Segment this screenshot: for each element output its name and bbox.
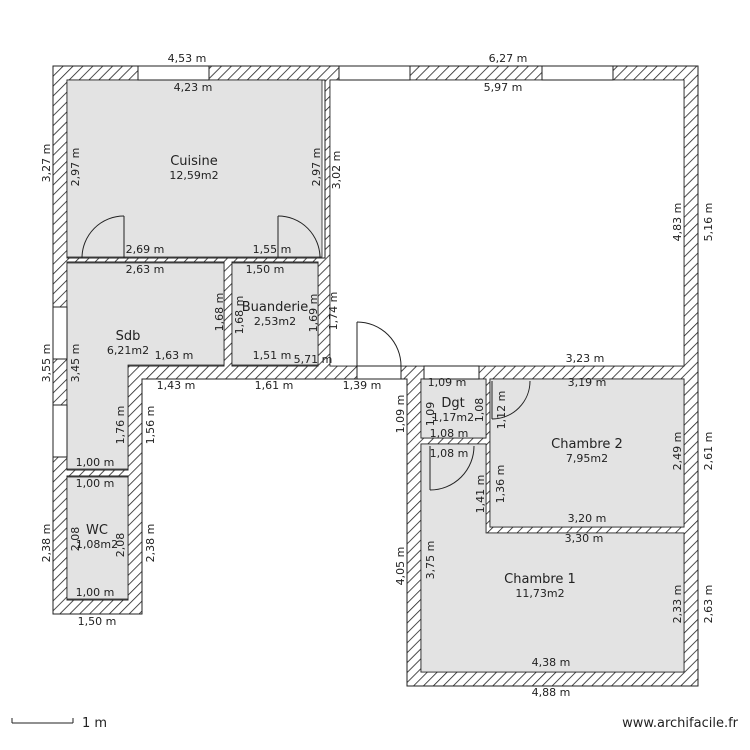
room-living [329,79,685,367]
dim-label: 1,68 m [213,293,226,332]
room-name-buanderie: Buanderie [242,300,309,315]
dim-label: 1,74 m [327,292,340,331]
dim-label: 1,41 m [474,475,487,514]
room-area-chambre2: 7,95m2 [566,452,608,465]
dim-label: 4,05 m [394,547,407,586]
dim-label: 1,09 [424,402,437,427]
dimensions-horizontal: 4,53 m 4,23 m 6,27 m 5,97 m 2,69 m 1,55 … [76,52,607,699]
dim-label: 3,23 m [566,352,605,365]
dim-label: 2,97 m [69,148,82,187]
door-cuisine-right [277,215,321,259]
dim-label: 2,38 m [144,524,157,563]
dim-label: 1,61 m [255,379,294,392]
room-name-chambre1: Chambre 1 [504,572,576,587]
dim-label: 3,19 m [568,376,607,389]
dim-label: 2,63 m [702,585,715,624]
dim-label: 1,09 m [394,395,407,434]
dim-label: 2,61 m [702,432,715,471]
room-buanderie [231,262,319,366]
dim-label: 2,97 m [310,148,323,187]
dim-label: 2,69 m [126,243,165,256]
dim-label: 4,83 m [671,203,684,242]
room-area-dgt: 1,17m2 [432,411,474,424]
dim-label: 1,12 m [495,391,508,430]
dimensions-vertical: 3,27 m 2,97 m 2,97 m 3,02 m 4,83 m 5,16 … [40,144,715,624]
room-area-wc: 1,08m2 [76,538,118,551]
room-sdb [66,262,225,470]
room-wc [66,476,129,600]
room-name-sdb: Sdb [116,329,141,344]
room-labels: Cuisine 12,59m2 Sdb 6,21m2 Buanderie 2,5… [76,154,623,600]
dim-label: 5,71 m [294,353,333,366]
room-name-wc: WC [86,523,108,538]
dim-label: 3,20 m [568,512,607,525]
dim-label: 1,50 m [246,263,285,276]
dim-label: 3,02 m [330,151,343,190]
room-area-cuisine: 12,59m2 [169,169,218,182]
dim-label: 1,68 m [233,296,246,335]
scale-bar: 1 m [11,716,107,731]
dim-label: 1,09 m [428,376,467,389]
dim-label: 1,00 m [76,586,115,599]
dim-label: 6,27 m [489,52,528,65]
window-sdb-lower [52,404,68,458]
dim-label: 1,00 m [76,456,115,469]
dim-label: 5,16 m [702,203,715,242]
dim-label: 4,88 m [532,686,571,699]
dim-label: 2,38 m [40,524,53,563]
room-area-chambre1: 11,73m2 [515,587,564,600]
dim-label: 1,08 [473,398,486,423]
dim-label: 1,69 m [307,294,320,333]
dim-label: 1,50 m [78,615,117,628]
door-entry [356,321,402,380]
room-name-cuisine: Cuisine [170,154,218,169]
room-cuisine [66,79,323,258]
dim-label: 5,97 m [484,81,523,94]
doors [81,215,531,491]
door-cuisine-left [81,215,125,259]
window-living-top-right [541,65,614,81]
rooms [66,79,685,673]
dim-label: 4,38 m [532,656,571,669]
door-chambre1 [429,445,475,491]
dim-label: 1,76 m [114,406,127,445]
dim-label: 3,75 m [424,541,437,580]
dim-label: 1,08 m [430,427,469,440]
room-name-dgt: Dgt [441,396,464,411]
window-living-top-left [338,65,411,81]
dim-label: 1,56 m [144,406,157,445]
dim-label: 1,36 m [494,465,507,504]
dim-label: 3,27 m [40,144,53,183]
dim-label: 2,49 m [671,432,684,471]
room-area-buanderie: 2,53m2 [254,315,296,328]
dim-label: 1,00 m [76,477,115,490]
dim-label: 2,08 [114,533,127,558]
window-cuisine-top [137,65,210,81]
door-chambre2 [491,380,531,420]
dim-label: 4,23 m [174,81,213,94]
dim-label: 1,51 m [253,349,292,362]
dim-label: 3,45 m [69,344,82,383]
windows [52,65,614,458]
room-name-chambre2: Chambre 2 [551,437,623,452]
room-area-sdb: 6,21m2 [107,344,149,357]
dim-label: 1,55 m [253,243,292,256]
watermark: www.archifacile.fr [622,716,738,731]
room-chambre1 [420,443,685,673]
scale-label: 1 m [82,716,107,731]
dim-label: 2,33 m [671,585,684,624]
window-dgt-top [423,365,480,380]
dim-label: 4,53 m [168,52,207,65]
dim-label: 2,63 m [126,263,165,276]
room-dgt [420,378,487,439]
window-sdb-upper [52,306,68,360]
dim-label: 3,55 m [40,344,53,383]
dim-label: 3,30 m [565,532,604,545]
dim-label: 1,39 m [343,379,382,392]
dim-label: 2,08 [69,527,82,552]
dim-label: 1,63 m [155,349,194,362]
dim-label: 1,43 m [157,379,196,392]
dim-label: 1,08 m [430,447,469,460]
